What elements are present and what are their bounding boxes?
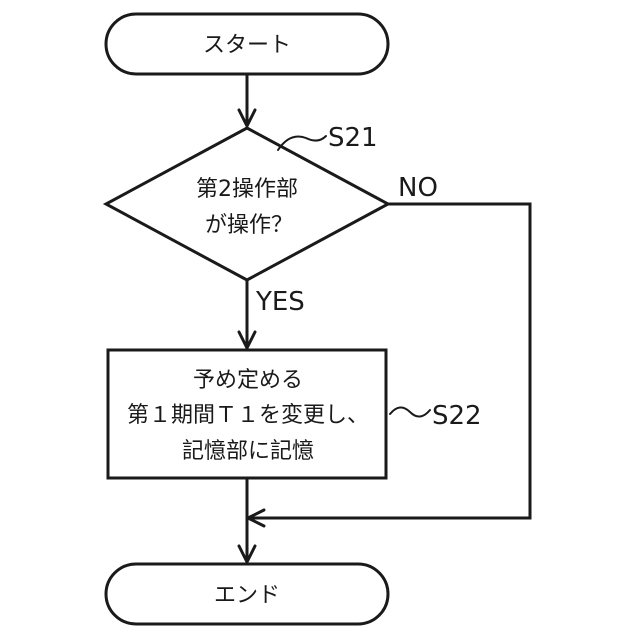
step-id-s21: S21 xyxy=(328,123,378,153)
leader-s22 xyxy=(390,407,430,416)
decision-line-2: が操作？ xyxy=(205,213,293,238)
start-label: スタート xyxy=(203,33,291,58)
end-label: エンド xyxy=(214,583,280,608)
process-line-2: 第１期間Ｔ１を変更し、 xyxy=(127,403,369,428)
yes-label: YES xyxy=(255,287,305,317)
step-id-s22: S22 xyxy=(432,401,482,431)
no-label: NO xyxy=(398,173,438,203)
process-line-1: 予め定める xyxy=(193,368,303,393)
process-line-3: 記憶部に記憶 xyxy=(182,439,314,464)
decision-line-1: 第2操作部 xyxy=(196,177,298,202)
